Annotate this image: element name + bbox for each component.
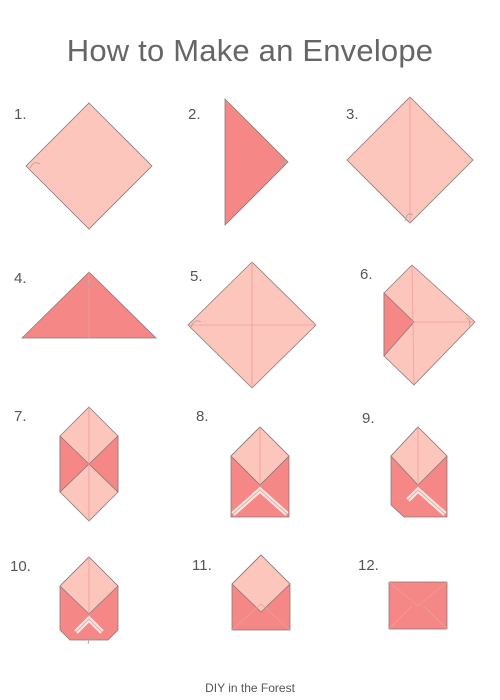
step-3-figure [346,96,474,224]
step-7-right-flap [88,435,119,493]
step-6-paper [383,264,476,386]
step-10-figure [59,556,119,645]
step-2-figure [224,98,289,226]
step-8-bottom-fold-outline [232,489,288,515]
step-5-figure [187,261,317,389]
step-6-crease-vertical [411,264,415,386]
step-12-flap-line [388,581,448,607]
step-1-figure [25,102,153,230]
step-10-bottom-fold-outline [75,618,103,633]
step-3-fold-arrow-icon [404,213,414,222]
step-number-12: 12. [358,557,379,574]
step-11-inner-fold-line [231,603,291,631]
footer-credit: DIY in the Forest [205,681,295,695]
step-11-top-flap [231,554,291,613]
step-number-4: 4. [14,270,27,287]
step-number-7: 7. [14,408,27,425]
step-10-fold-arrow-icon [87,635,95,645]
step-number-9: 9. [362,410,375,427]
step-1-paper [25,102,153,230]
step-number-11: 11. [192,557,212,574]
step-6-figure [383,264,476,386]
step-6-folded-flap [383,292,415,358]
step-1-fold-arrow-icon [29,162,41,169]
step-9-bottom-fold-outline [407,489,446,515]
step-number-6: 6. [360,266,373,283]
step-4-figure [21,271,157,339]
step-8-figure [230,426,290,518]
step-9-figure [390,426,448,518]
page-title: How to Make an Envelope [66,33,434,68]
step-7-figure [59,406,119,522]
step-4-fold-arrow-icon [85,280,93,289]
step-5-fold-arrow-icon [190,320,202,328]
step-number-3: 3. [346,106,359,123]
step-6-fold-arrow-icon [465,317,471,327]
step-number-8: 8. [196,408,209,425]
step-12-diagonal-left [388,605,413,630]
step-number-10: 10. [10,558,31,575]
step-number-2: 2. [188,106,201,123]
step-2-fold-arrow-icon [276,157,289,169]
step-12-diagonal-right [423,605,448,630]
step-2-paper [224,98,289,226]
step-7-left-flap [59,435,90,493]
step-number-5: 5. [190,268,203,285]
step-12-figure [388,581,448,630]
step-number-1: 1. [14,106,27,123]
step-11-figure [231,554,291,631]
